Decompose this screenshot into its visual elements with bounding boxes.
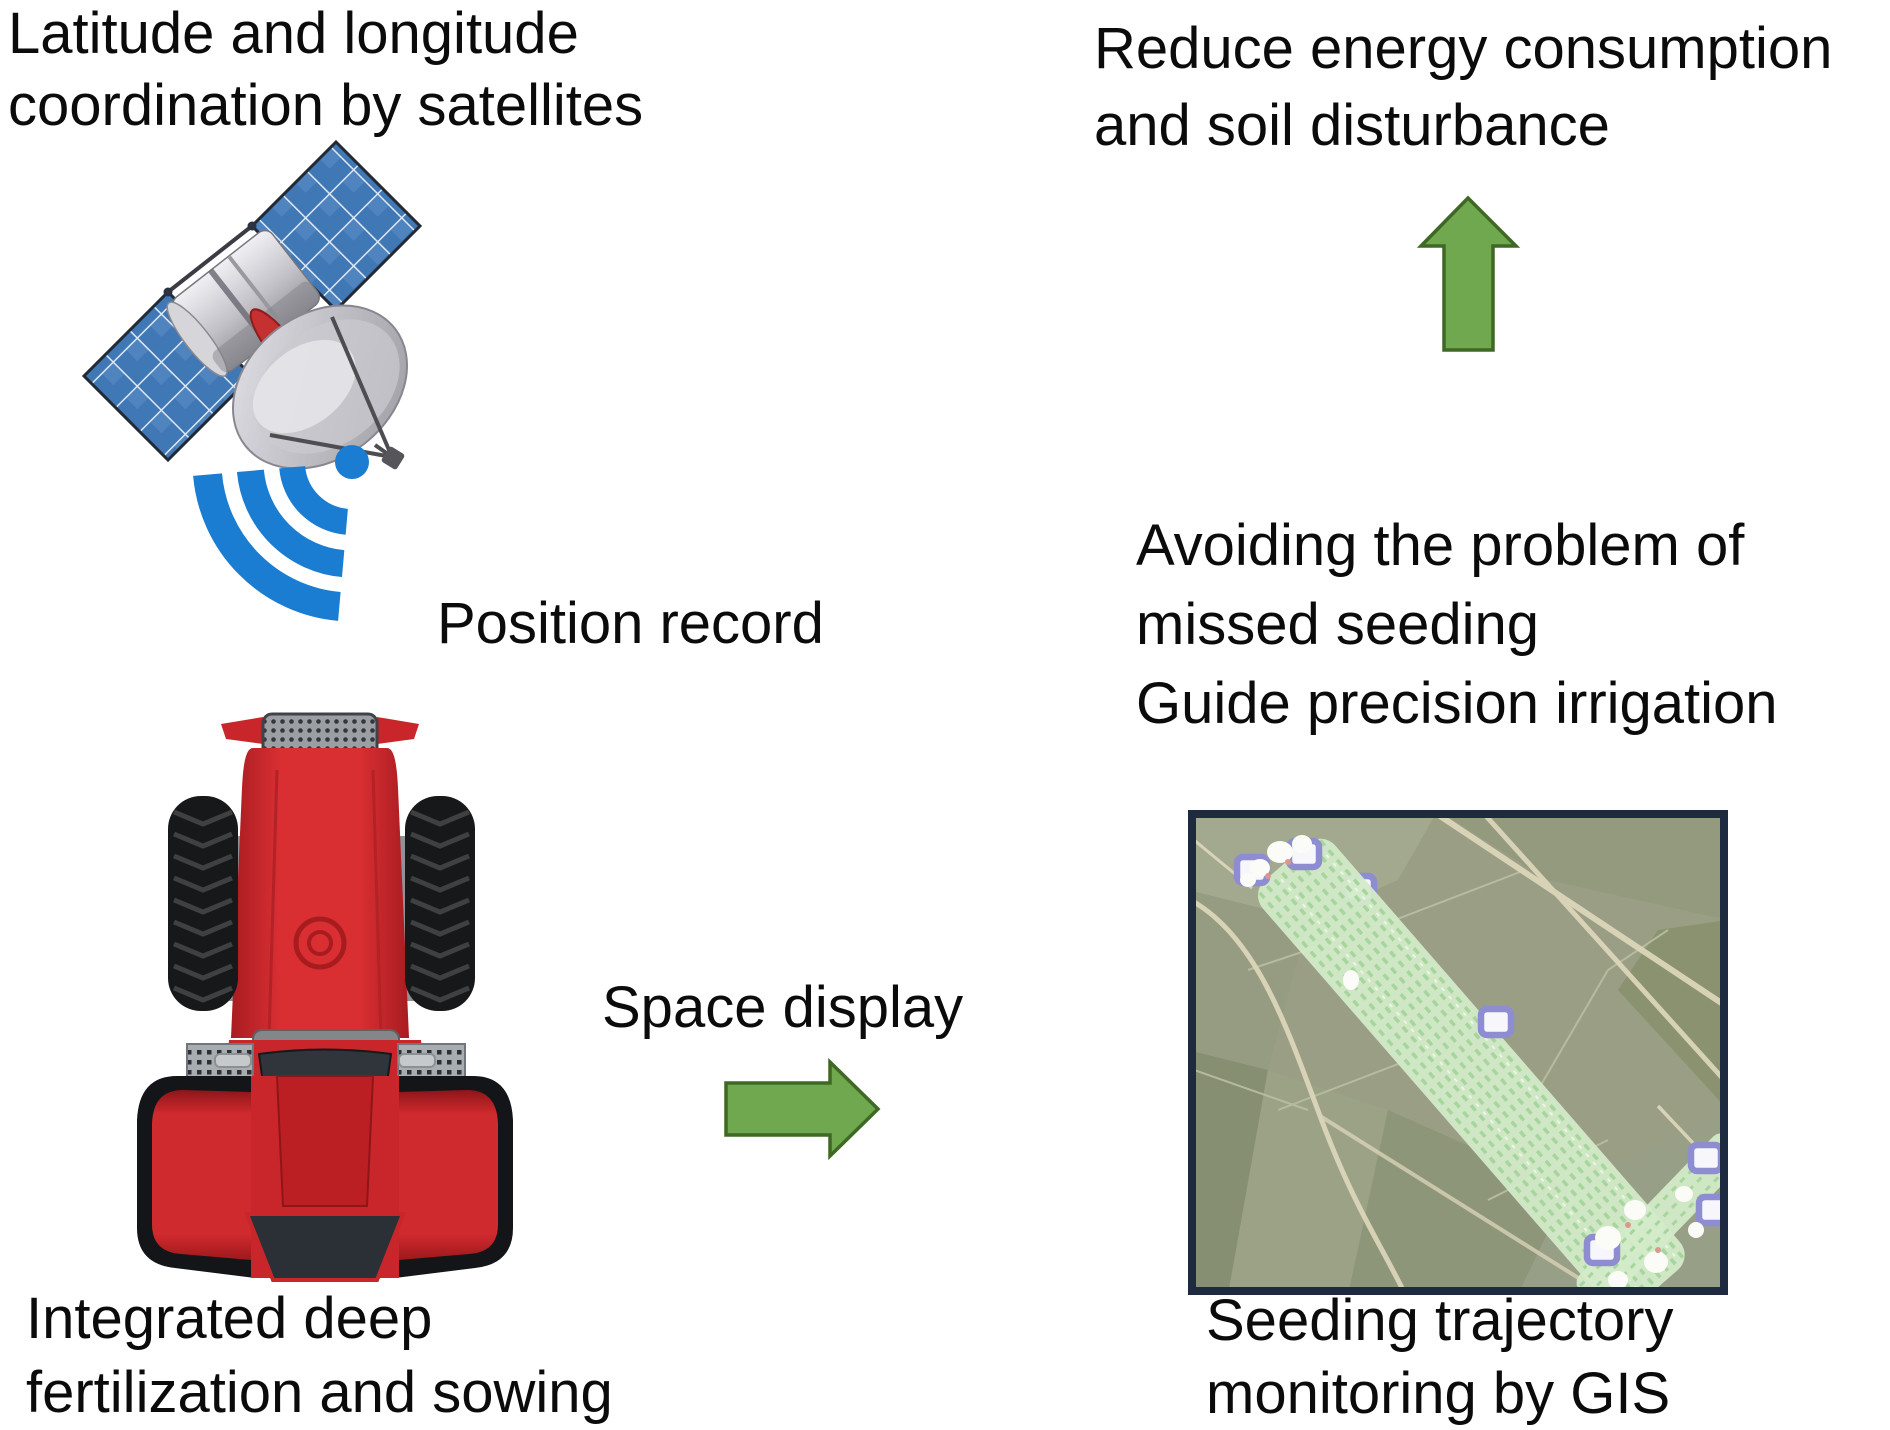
satellite-icon bbox=[81, 139, 423, 470]
tractor-icon bbox=[137, 712, 513, 1282]
right-pod bbox=[399, 1090, 498, 1260]
map-white-patches bbox=[1240, 835, 1704, 1289]
tractor-hood bbox=[231, 748, 409, 1038]
tractor-caption-line1: Integrated deep bbox=[26, 1286, 433, 1351]
right-arrow-icon bbox=[724, 1057, 881, 1161]
benefit-mid-line2: missed seeding bbox=[1136, 592, 1539, 657]
satellite-body bbox=[166, 229, 320, 377]
benefit-top-caption: Reduce energy consumption and soil distu… bbox=[1094, 10, 1832, 164]
seeding-trajectory-band bbox=[1257, 838, 1685, 1289]
satellite-caption-line1: Latitude and longitude bbox=[8, 1, 579, 66]
map-caption-line1: Seeding trajectory bbox=[1206, 1288, 1674, 1353]
satellite-caption: Latitude and longitude coordination by s… bbox=[8, 0, 643, 142]
benefit-mid-line1: Avoiding the problem of bbox=[1136, 513, 1745, 578]
gis-map bbox=[1188, 810, 1728, 1295]
tractor-caption: Integrated deep fertilization and sowing bbox=[26, 1282, 613, 1430]
satellite-caption-line2: coordination by satellites bbox=[8, 73, 644, 138]
right-wheel bbox=[405, 796, 475, 1011]
map-border bbox=[1188, 810, 1728, 1295]
position-record-caption: Position record bbox=[437, 591, 824, 656]
left-wheel bbox=[168, 796, 238, 1011]
rear-hitch bbox=[244, 1212, 406, 1282]
map-caption-line2: monitoring by GIS bbox=[1206, 1361, 1671, 1426]
right-winglet bbox=[377, 717, 419, 744]
left-winglet bbox=[221, 717, 263, 744]
wifi-signal-icon bbox=[193, 445, 369, 621]
benefit-mid-caption: Avoiding the problem of missed seeding G… bbox=[1136, 506, 1778, 743]
up-arrow-icon bbox=[1416, 195, 1521, 352]
space-display-caption: Space display bbox=[602, 975, 964, 1040]
benefit-top-line1: Reduce energy consumption bbox=[1094, 16, 1833, 81]
satellite-dish bbox=[231, 304, 409, 470]
satellite-boom bbox=[166, 224, 254, 294]
tractor-caption-line2: fertilization and sowing bbox=[26, 1360, 613, 1425]
benefit-mid-line3: Guide precision irrigation bbox=[1136, 671, 1778, 736]
left-pod bbox=[152, 1090, 251, 1260]
map-caption: Seeding trajectory monitoring by GIS bbox=[1206, 1284, 1673, 1430]
map-roads bbox=[1194, 816, 1722, 1289]
hood-emblem bbox=[293, 916, 347, 970]
benefit-top-line2: and soil disturbance bbox=[1094, 93, 1610, 158]
dish-feed-arm bbox=[269, 316, 405, 470]
